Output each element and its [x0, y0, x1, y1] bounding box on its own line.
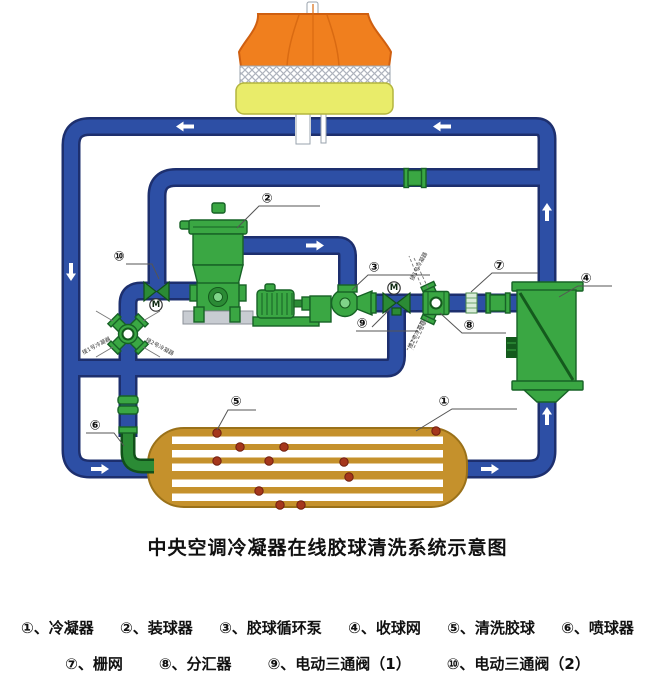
cleaning-balls — [212, 426, 441, 510]
three-way-valve-1 — [382, 281, 411, 316]
legend-item: ③、胶球循环泵 — [219, 619, 322, 637]
cooling-tower — [235, 1, 394, 145]
pipe-coupling-right — [485, 292, 511, 314]
tower-basin — [235, 82, 394, 115]
splitter-phantom-lines — [406, 255, 429, 351]
left-distributor-leads — [95, 310, 161, 358]
legend-item: ⑦、栅网 — [65, 655, 123, 673]
callout-8: ⑧ — [463, 318, 475, 334]
pipe-coupling-vertical — [117, 395, 139, 415]
legend-item: ①、冷凝器 — [21, 619, 94, 637]
circulation-pump — [252, 283, 377, 327]
grid-screen — [465, 292, 478, 314]
callout-10: ⑩ — [113, 249, 125, 265]
legend-item: ⑩、电动三通阀（2） — [446, 655, 590, 673]
ball-collector — [506, 281, 584, 403]
callout-4: ④ — [580, 271, 592, 287]
three-way-valve-2 — [143, 280, 170, 312]
legend-item: ⑨、电动三通阀（1） — [267, 655, 411, 673]
condenser-tubes — [172, 436, 443, 501]
legend-item: ②、装球器 — [120, 619, 193, 637]
pump-motor — [256, 289, 295, 319]
page-title: 中央空调冷凝器在线胶球清洗系统示意图 — [147, 537, 508, 559]
callout-leaders — [86, 205, 612, 447]
callout-3: ③ — [368, 260, 380, 276]
callout-1: ① — [438, 394, 450, 410]
legend-item: ④、收球网 — [348, 619, 421, 637]
legend-item: ⑧、分汇器 — [158, 655, 232, 673]
callout-5: ⑤ — [230, 394, 242, 410]
splitter — [406, 255, 450, 351]
pipe-coupling-inner-loop — [403, 167, 427, 189]
legend-item: ⑥、喷球器 — [561, 619, 634, 637]
callout-9: ⑨ — [356, 316, 368, 332]
legend-row-1: ①、冷凝器 ②、装球器 ③、胶球循环泵 ④、收球网 ⑤、清洗胶球 ⑥、喷球器 — [0, 617, 655, 638]
callout-2: ② — [261, 191, 273, 207]
valve2-motor-letter: M — [151, 299, 161, 310]
callout-6: ⑥ — [89, 418, 101, 434]
callout-7: ⑦ — [493, 258, 505, 274]
legend-row-2: ⑦、栅网 ⑧、分汇器 ⑨、电动三通阀（1） ⑩、电动三通阀（2） — [0, 653, 655, 674]
valve1-motor-letter: M — [389, 282, 399, 293]
left-distributor — [95, 310, 161, 358]
ball-injector — [118, 426, 154, 474]
legend-item: ⑤、清洗胶球 — [447, 619, 535, 637]
condenser — [147, 426, 468, 510]
ball-loader — [179, 202, 254, 325]
